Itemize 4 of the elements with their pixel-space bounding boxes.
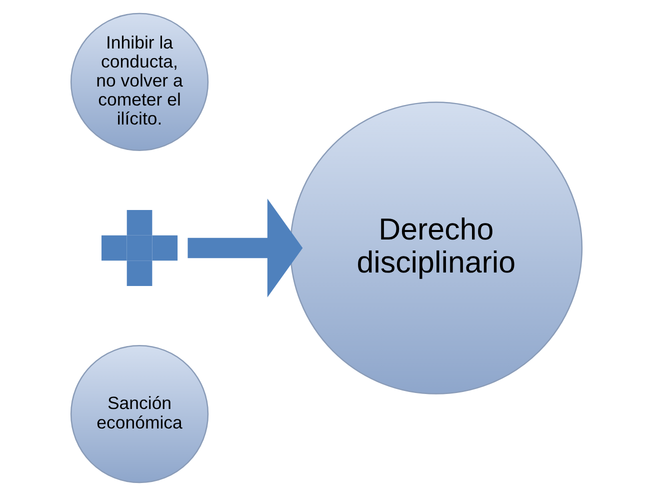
node-circle: Derecho disciplinario (289, 102, 582, 394)
node-circle: Sanción económica (70, 344, 208, 484)
node-circle: Inhibir la conducta, no volver a cometer el ilícito. (70, 12, 208, 152)
arrow (187, 198, 302, 298)
